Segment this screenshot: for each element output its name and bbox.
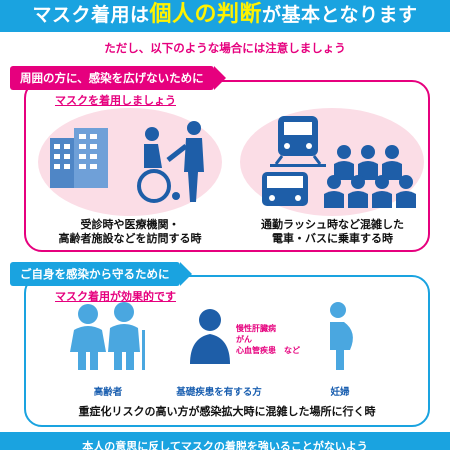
title-part1: マスク着用は: [32, 4, 150, 26]
hospital-wheelchair-illustration: [50, 121, 204, 203]
disease-liver: 慢性肝臓病: [236, 324, 276, 333]
train-icon: [270, 116, 326, 167]
section2-summary: 重症化リスクの高い方が感染拡大時に混雑した場所に行く時: [78, 405, 376, 418]
title-highlight: 個人の判断: [149, 2, 263, 27]
disease-list: 慢性肝臓病 がん 心血管疾患 など: [236, 323, 300, 356]
disease-cardio: 心血管疾患 など: [236, 346, 300, 355]
case-medical-visit: 受診時や医療機関・ 高齢者施設などを訪問する時: [40, 218, 220, 246]
section1-header: 周囲の方に、感染を広げないために: [10, 66, 226, 90]
group-elderly: 高齢者: [93, 387, 123, 398]
title-bar: [0, 0, 450, 32]
underlying-condition-icon: [190, 309, 230, 364]
case-commute-line1: 通勤ラッシュ時など混雑した: [261, 218, 404, 231]
title-part2: が基本となります: [262, 4, 418, 26]
page-title: マスク着用は個人の判断が基本となります: [0, 0, 450, 30]
case-medical-line1: 受診時や医療機関・: [80, 218, 180, 231]
case-commute: 通勤ラッシュ時など混雑した 電車・バスに乗車する時: [240, 218, 425, 246]
disease-cancer: がん: [236, 335, 252, 344]
group-pregnant: 妊婦: [330, 387, 350, 398]
caution-note: ただし、以下のような場合には注意しましょう: [104, 41, 346, 55]
crowd-icon: [324, 145, 416, 208]
case-medical-line2: 高齢者施設などを訪問する時: [58, 232, 202, 245]
section2-subheader: マスク着用が効果的です: [55, 290, 176, 303]
wheelchair-icon: [137, 121, 204, 203]
hospital-icon: [50, 128, 108, 188]
train-bus-crowd-illustration: [262, 116, 416, 208]
group-underlying: 基礎疾患を有する方: [176, 387, 262, 398]
section1-subheader: マスクを着用しましょう: [55, 94, 176, 107]
elderly-icon: [70, 302, 145, 370]
case-commute-line2: 電車・バスに乗車する時: [272, 232, 393, 245]
bus-icon: [262, 172, 308, 206]
footer-banner: 本人の意思に反してマスクの着脱を強いることがないよう: [0, 432, 450, 450]
pregnant-icon: [330, 302, 353, 370]
section2-header: ご自身を感染から守るために: [10, 262, 191, 286]
